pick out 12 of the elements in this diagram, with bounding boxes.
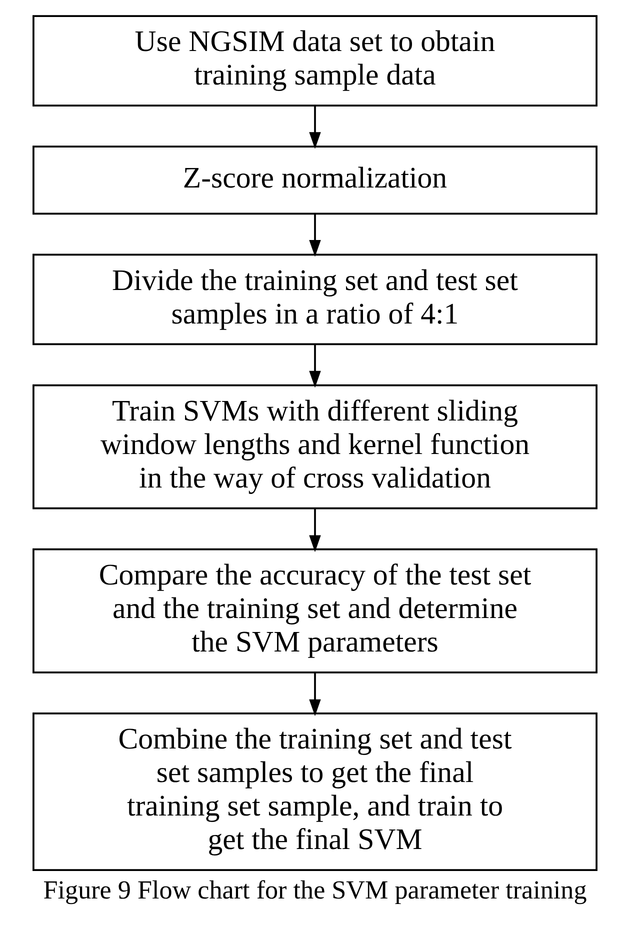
node-box: Z-score normalization	[32, 146, 598, 215]
node-box: Divide the training set and test set samples in a ratio of 4:1	[32, 254, 598, 346]
arrow	[309, 214, 321, 257]
node-box: Use NGSIM data set to obtain training sample data	[32, 15, 598, 107]
arrow	[309, 344, 321, 388]
arrow	[309, 508, 321, 552]
node-box: Compare the accuracy of the test set and the training set and determine the SVM parameters	[32, 548, 598, 674]
node-box: Combine the training set and test set samples to get the final training set sample, and train to get the final SVM	[32, 712, 598, 871]
node-box: Train SVMs with different sliding window lengths and kernel function in the way of cross validation	[32, 384, 598, 510]
caption: Figure 9 Flow chart for the SVM parameter training	[43, 875, 587, 904]
arrow	[309, 672, 321, 716]
arrow	[309, 106, 321, 149]
